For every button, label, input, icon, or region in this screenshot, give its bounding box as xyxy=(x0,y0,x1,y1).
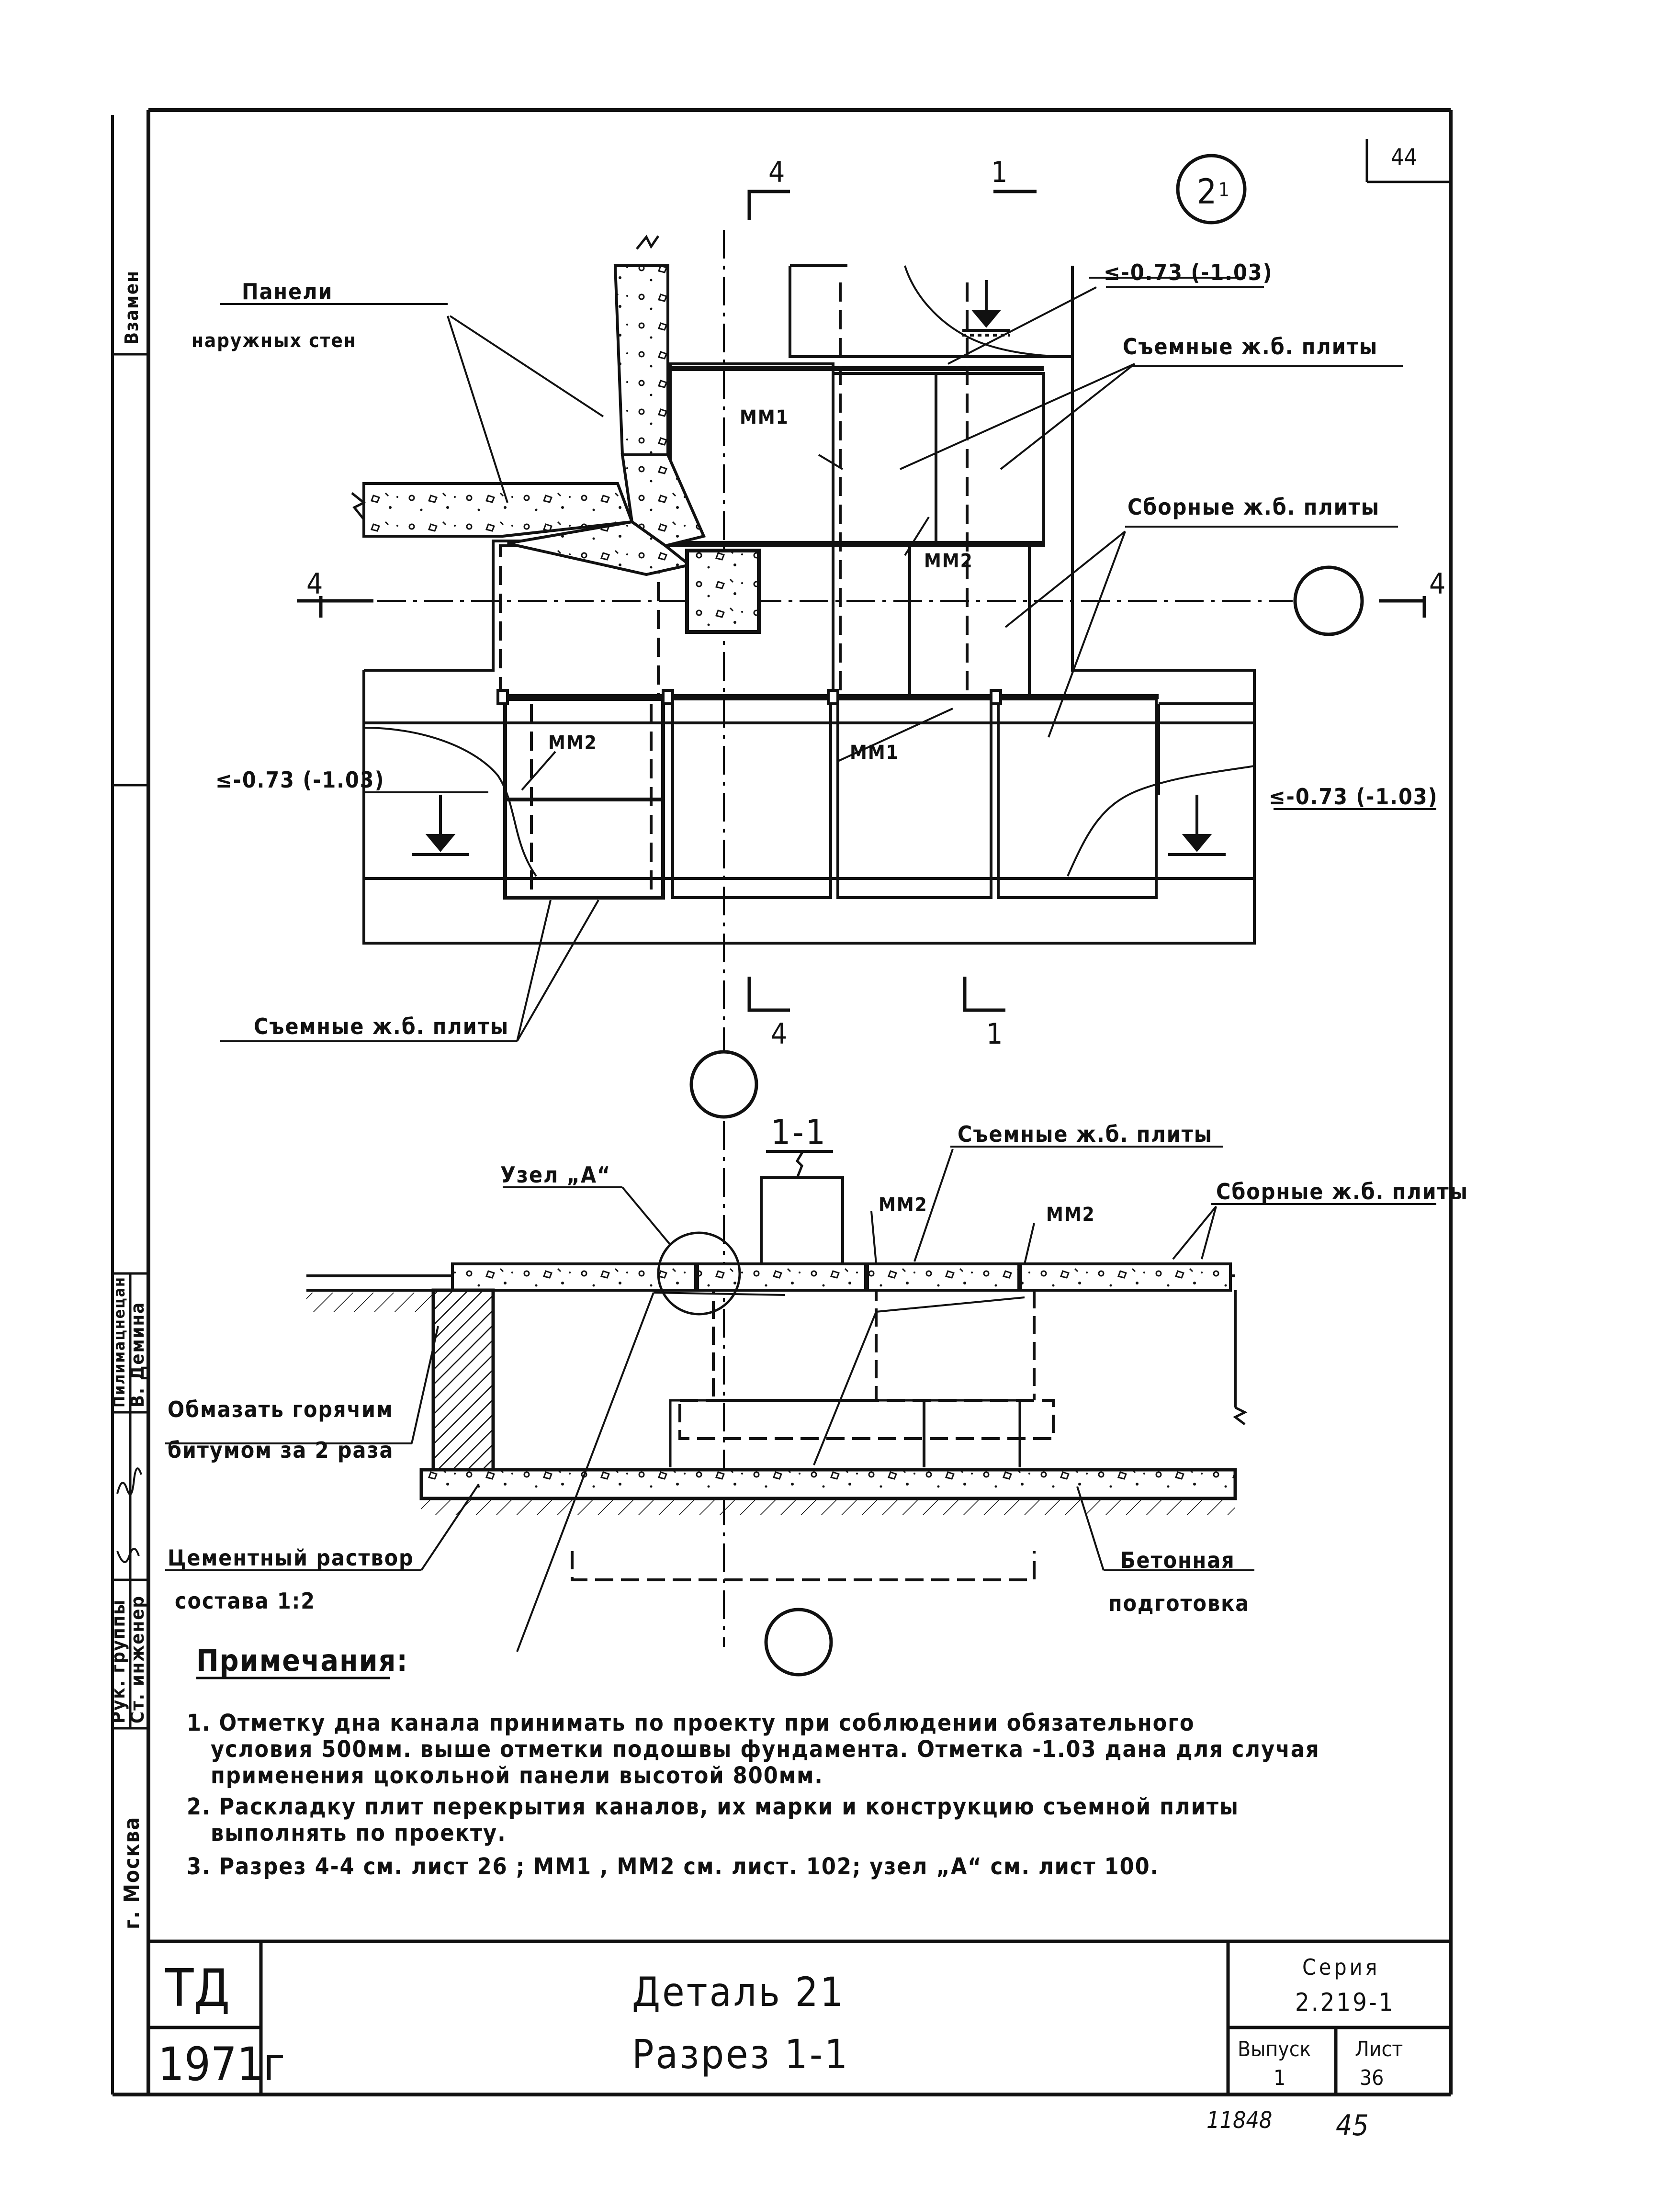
label-panels-line2: наружных стен xyxy=(192,330,357,352)
notes-heading: Примечания: xyxy=(196,1643,408,1678)
side-stamp xyxy=(113,353,148,1730)
note-line-3: применения цокольной панели высотой 800м… xyxy=(211,1762,823,1789)
series-value: 2.219-1 xyxy=(1295,1988,1395,2017)
bitumen-line2: битумом за 2 раза xyxy=(168,1437,394,1463)
title-block xyxy=(148,1939,1451,2095)
concrete-line2: подготовка xyxy=(1108,1590,1250,1616)
mark-4-top: 4 xyxy=(768,156,786,189)
section-leaders xyxy=(165,1146,1436,1652)
detail-subtitle: Разрез 1-1 xyxy=(632,2031,849,2078)
role-third: Пилимацнецан xyxy=(110,1276,128,1408)
city-label: г. Москва xyxy=(120,1816,144,1929)
note-line-6: 3. Разрез 4-4 см. лист 26 ; ММ1 , ММ2 см… xyxy=(187,1853,1159,1880)
series-label: Серия xyxy=(1302,1954,1380,1980)
section-view xyxy=(306,1150,1248,1581)
issue-value: 1 xyxy=(1274,2066,1285,2090)
bottom-code: 11848 xyxy=(1206,2107,1272,2134)
mark-1-bottom: 1 xyxy=(986,1017,1003,1051)
label-panels-line1: Панели xyxy=(242,279,333,304)
mark-4-left: 4 xyxy=(306,567,324,601)
replace-label: Взамен xyxy=(121,270,142,345)
mortar-line2: состава 1:2 xyxy=(175,1588,316,1614)
mm2-section-b: ММ2 xyxy=(1046,1204,1095,1226)
axis-circles xyxy=(689,565,1364,1677)
sheet-value: 36 xyxy=(1360,2066,1384,2090)
section-title: 1-1 xyxy=(771,1112,827,1152)
role-engineer: Ст. инженер xyxy=(127,1595,148,1723)
issue-label: Выпуск xyxy=(1238,2037,1311,2061)
detail-marker-number: 2 xyxy=(1197,171,1217,212)
plan-leaders xyxy=(220,277,1436,1042)
prefab-plan: Сборные ж.б. плиты xyxy=(1128,494,1380,520)
removable-bottom: Съемные ж.б. плиты xyxy=(254,1014,509,1039)
sheet-frame xyxy=(111,108,1453,2096)
node-a-label: Узел „А“ xyxy=(500,1162,611,1188)
note-line-1: 1. Отметку дна канала принимать по проек… xyxy=(187,1710,1195,1736)
elevation-left: ≤-0.73 (-1.03) xyxy=(215,767,384,793)
elevation-symbols xyxy=(412,280,1226,856)
detail-title: Деталь 21 xyxy=(632,1969,845,2016)
top-sheet-number: 44 xyxy=(1391,144,1417,171)
bottom-page: 45 xyxy=(1336,2109,1369,2142)
mm1-plan-a: ММ1 xyxy=(740,406,789,428)
role-group-lead: Рук. группы xyxy=(108,1599,129,1723)
concrete-line1: Бетонная xyxy=(1120,1547,1235,1573)
plan-view xyxy=(330,230,1293,1647)
prefab-section: Сборные ж.б. плиты xyxy=(1216,1179,1468,1205)
removable-top: Съемные ж.б. плиты xyxy=(1123,334,1378,360)
elevation-top: ≤-0.73 (-1.03) xyxy=(1104,259,1273,285)
sheet-label: Лист xyxy=(1355,2037,1403,2061)
removable-section: Съемные ж.б. плиты xyxy=(958,1121,1213,1147)
signatures xyxy=(116,1467,142,1563)
elevation-right: ≤-0.73 (-1.03) xyxy=(1269,784,1438,810)
note-line-2: условия 500мм. выше отметки подошвы фунд… xyxy=(211,1736,1320,1763)
year-label: 1971г xyxy=(158,2038,285,2091)
mark-4-right: 4 xyxy=(1429,567,1446,601)
mark-1-top: 1 xyxy=(991,156,1008,189)
mark-4-bottom: 4 xyxy=(771,1017,788,1051)
org-label: ТД xyxy=(165,1959,230,2018)
detail-marker: 2 1 xyxy=(1176,154,1247,225)
mm1-plan-b: ММ1 xyxy=(850,742,899,764)
note-line-4: 2. Раскладку плит перекрытия каналов, их… xyxy=(187,1793,1239,1820)
mm2-plan-b: ММ2 xyxy=(548,732,598,754)
bitumen-line1: Обмазать горячим xyxy=(168,1396,394,1422)
detail-marker-sub: 1 xyxy=(1218,179,1229,201)
wall-panels xyxy=(351,235,761,634)
note-line-5: выполнять по проекту. xyxy=(211,1820,507,1847)
mm2-section-a: ММ2 xyxy=(879,1194,928,1216)
engineer-name: В. Демина xyxy=(127,1302,148,1408)
top-number-box: 44 xyxy=(1365,139,1451,183)
mm2-plan-a: ММ2 xyxy=(924,550,973,572)
mortar-line1: Цементный раствор xyxy=(168,1545,414,1571)
